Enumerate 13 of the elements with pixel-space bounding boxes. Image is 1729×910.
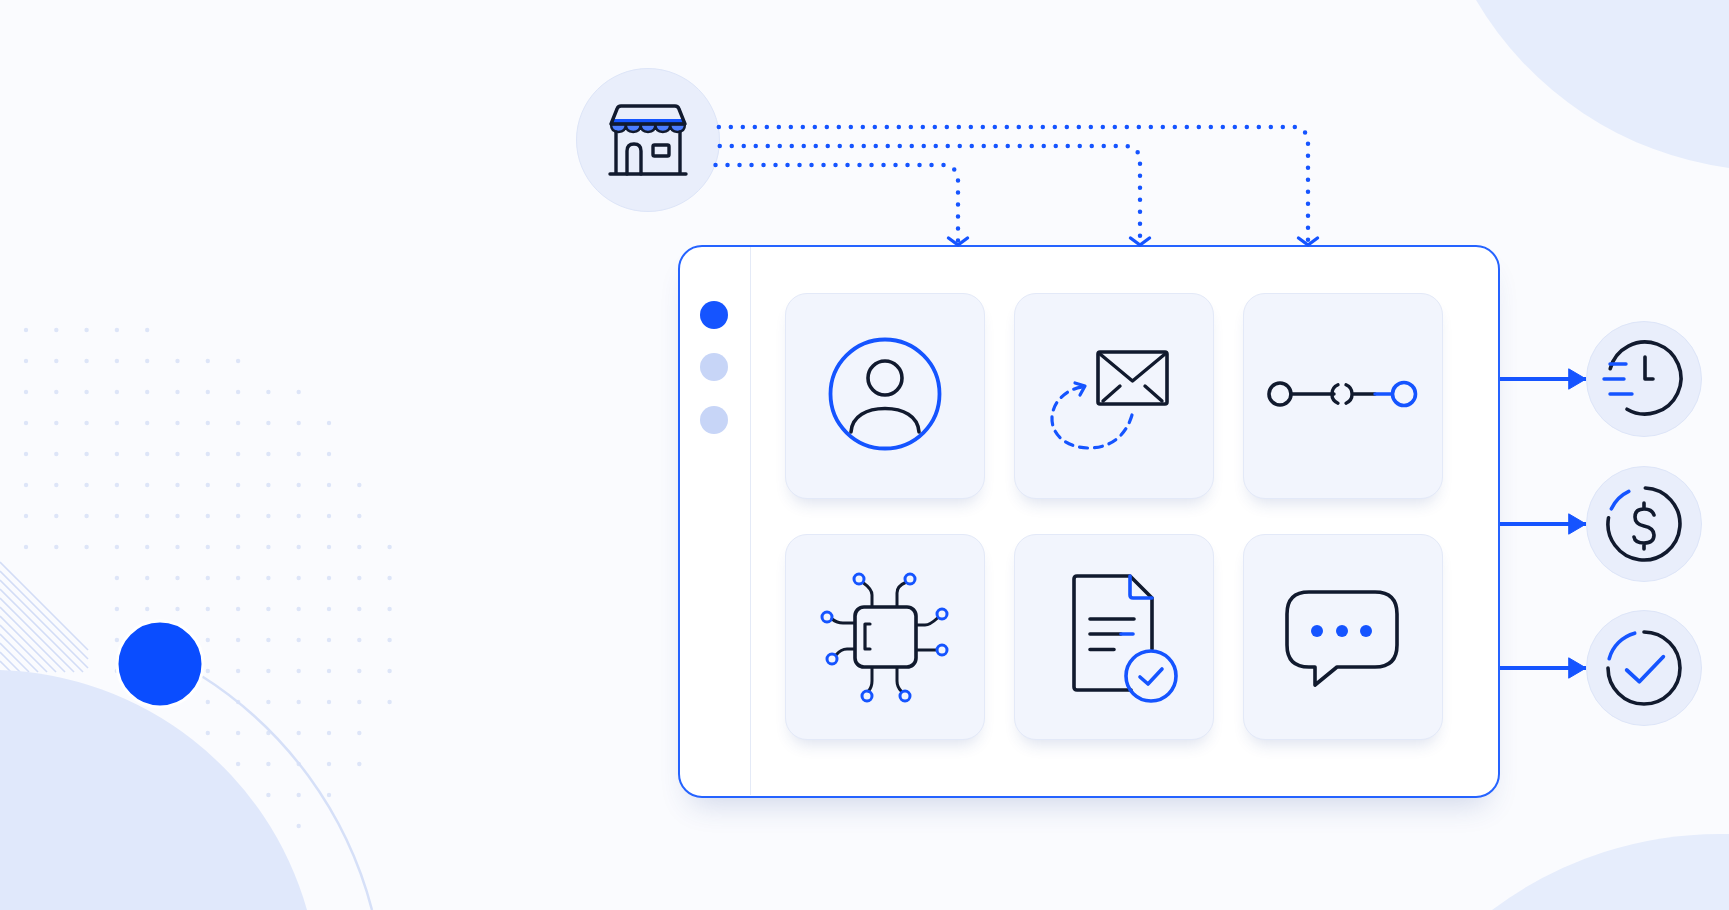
- icon-tile: [784, 533, 985, 740]
- arrow: [1500, 657, 1587, 679]
- icon-tile: [1013, 533, 1214, 740]
- dotted-arrow: [717, 143, 1152, 248]
- icon-tile: [1242, 292, 1443, 499]
- arrow: [1500, 513, 1587, 535]
- arrow: [1500, 368, 1587, 390]
- dashboard-panel: [678, 245, 1500, 798]
- dotted-arrow: [716, 124, 1320, 248]
- icon-tile: [1242, 533, 1443, 740]
- icon-tile: [1013, 292, 1214, 499]
- icon-tile: [784, 292, 985, 499]
- dotted-arrow: [713, 162, 970, 248]
